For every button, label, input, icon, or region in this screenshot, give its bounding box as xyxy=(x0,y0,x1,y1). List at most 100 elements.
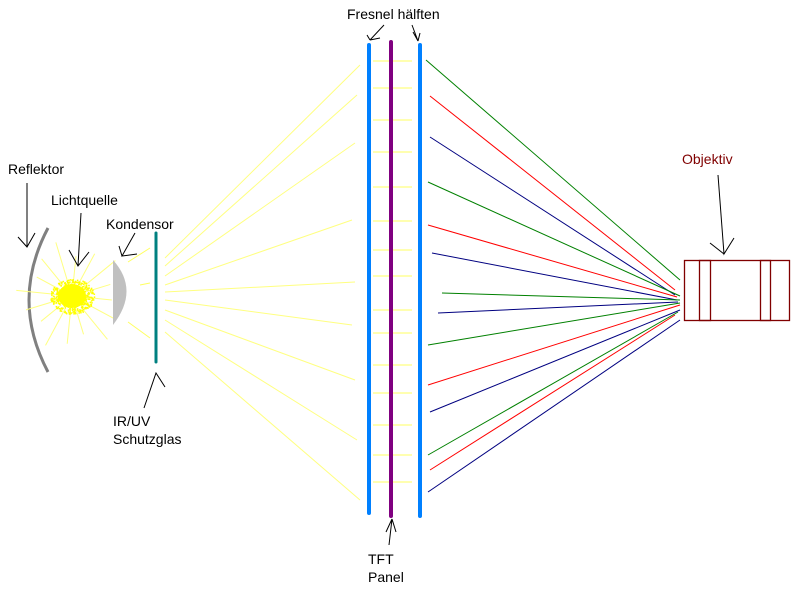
light-particle xyxy=(87,289,89,291)
light-particle xyxy=(89,289,92,292)
light-particle xyxy=(73,308,76,310)
arrow-fresnel-right xyxy=(411,24,421,42)
light-particle xyxy=(78,283,80,286)
colored-ray xyxy=(429,309,681,413)
light-particle xyxy=(61,308,64,310)
light-particle xyxy=(84,282,86,285)
light-rays xyxy=(127,64,361,501)
light-particle xyxy=(89,301,92,304)
light-particle xyxy=(64,310,66,313)
light-particle xyxy=(88,292,90,294)
light-particle xyxy=(93,296,96,298)
light-particle xyxy=(65,283,67,285)
light-particle xyxy=(90,300,93,302)
light-particle xyxy=(72,279,75,281)
light-particle xyxy=(85,301,88,303)
light-particle xyxy=(83,288,86,290)
light-particle xyxy=(62,280,65,283)
light-particle xyxy=(91,299,94,301)
light-particle xyxy=(71,309,74,312)
source-ray xyxy=(66,309,72,344)
light-particle xyxy=(93,293,96,295)
light-particle xyxy=(87,298,89,300)
light-particle xyxy=(55,289,57,291)
light-particle xyxy=(88,284,90,287)
light-particle xyxy=(69,281,71,283)
label-lichtquelle: Lichtquelle xyxy=(51,192,118,208)
light-particle xyxy=(54,298,56,300)
light-particle xyxy=(73,310,75,313)
light-particle xyxy=(79,309,81,311)
arrow-schutzglas xyxy=(143,371,166,409)
light-particle xyxy=(76,279,79,282)
light-particle xyxy=(81,282,84,285)
colored-ray xyxy=(427,319,681,493)
light-particle xyxy=(74,281,77,284)
light-particle xyxy=(87,292,89,295)
light-particle xyxy=(61,307,63,309)
light-particle xyxy=(84,306,87,309)
light-particle xyxy=(52,301,55,303)
light-particle xyxy=(51,300,53,302)
light-ray xyxy=(164,142,356,277)
source-ray xyxy=(45,308,66,346)
light-particle xyxy=(53,286,56,289)
light-particle xyxy=(92,292,94,295)
light-particle xyxy=(90,303,92,306)
light-particle xyxy=(50,291,53,293)
light-particle xyxy=(85,289,88,291)
light-particle xyxy=(59,309,62,311)
light-particle xyxy=(57,292,59,295)
light-particle xyxy=(68,313,71,315)
colored-ray xyxy=(429,136,676,296)
colored-ray xyxy=(425,59,681,281)
light-particle xyxy=(52,292,54,294)
light-ray xyxy=(164,331,361,501)
light-particle xyxy=(75,312,77,315)
colored-rays xyxy=(425,59,681,493)
light-particle xyxy=(91,297,93,300)
light-particle xyxy=(74,311,77,314)
light-particle xyxy=(55,287,58,290)
light-particle xyxy=(82,280,84,283)
light-particle xyxy=(90,287,93,290)
label-tft: TFT xyxy=(368,551,394,567)
light-particle xyxy=(51,297,53,300)
light-particle xyxy=(83,281,86,284)
light-particle xyxy=(80,304,83,306)
label-fresnel: Fresnel hälften xyxy=(347,6,440,22)
light-particle xyxy=(88,298,91,300)
arrow-tft xyxy=(385,518,397,546)
label-panel: Panel xyxy=(368,569,404,585)
light-particle xyxy=(81,306,84,308)
light-particle xyxy=(69,279,72,281)
light-particle xyxy=(80,284,82,286)
light-particle xyxy=(57,306,60,309)
light-particle xyxy=(85,298,87,300)
light-particle xyxy=(88,293,90,296)
light-particle xyxy=(72,308,75,311)
source-ray xyxy=(36,276,60,290)
light-particle xyxy=(50,292,53,295)
light-particle xyxy=(88,306,91,308)
light-particle xyxy=(58,299,60,302)
light-particle xyxy=(55,305,58,308)
light-particle xyxy=(72,281,75,283)
light-particle xyxy=(67,281,70,284)
light-particle xyxy=(51,299,53,301)
light-particle xyxy=(73,312,76,315)
light-particle xyxy=(90,305,93,307)
light-particle xyxy=(57,300,60,303)
source-ray xyxy=(72,256,77,283)
light-particle xyxy=(84,302,87,305)
light-particle xyxy=(59,310,62,312)
source-ray xyxy=(41,258,64,286)
light-particle xyxy=(84,286,87,289)
light-particle xyxy=(64,282,66,284)
light-particle xyxy=(52,295,55,298)
light-particle xyxy=(78,310,81,313)
colored-ray xyxy=(427,302,681,346)
light-particle xyxy=(69,308,72,310)
light-particle xyxy=(82,285,85,288)
